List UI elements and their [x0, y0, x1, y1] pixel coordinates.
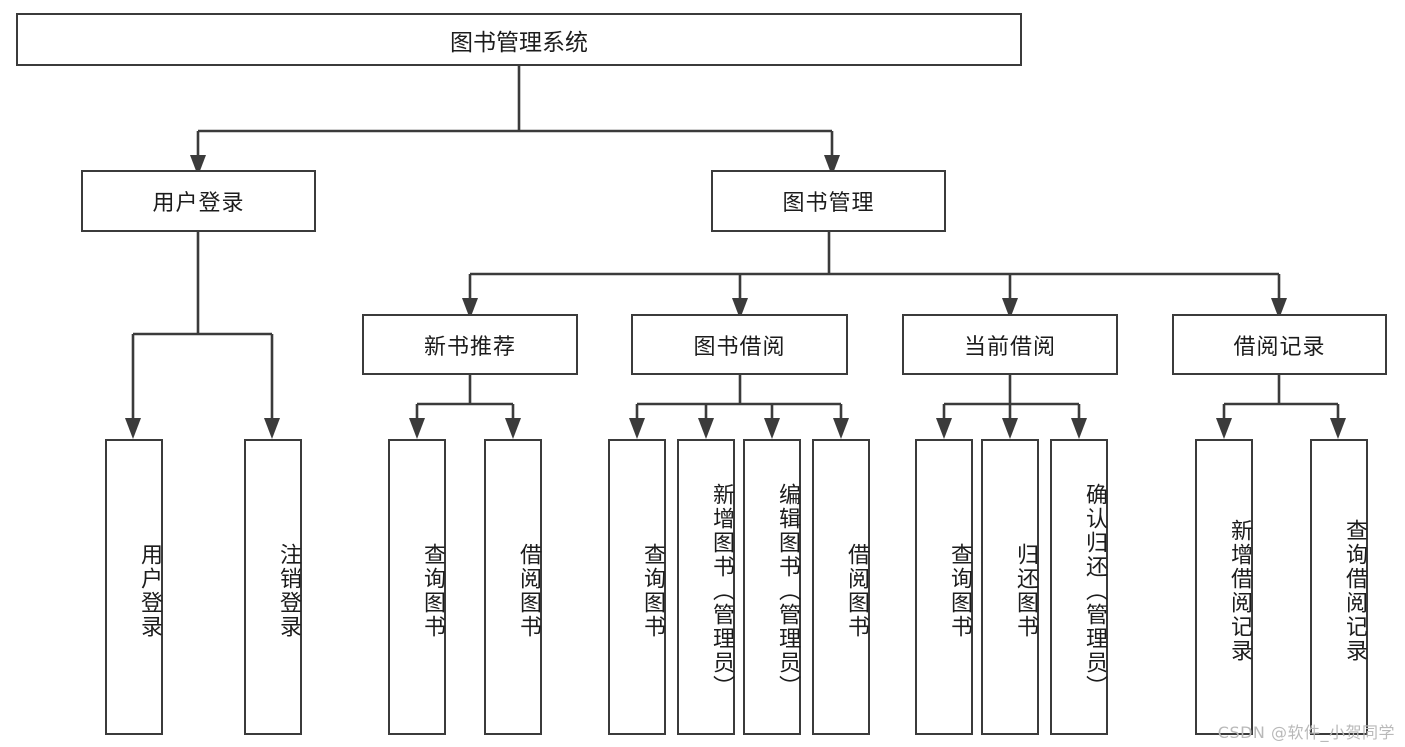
- node-borrow-record[interactable]: 借阅记录: [1172, 314, 1387, 375]
- node-label: 确认归还（管理员）: [1082, 483, 1107, 699]
- leaf-user-logout[interactable]: 注销登录: [244, 439, 302, 735]
- node-label: 注销登录: [276, 543, 301, 639]
- leaf-record-search-borrow-record[interactable]: 查询借阅记录: [1310, 439, 1368, 735]
- node-label: 借阅图书: [844, 543, 869, 639]
- leaf-recommend-search-book[interactable]: 查询图书: [388, 439, 446, 735]
- leaf-current-return-book[interactable]: 归还图书: [981, 439, 1039, 735]
- node-label: 查询图书: [947, 543, 972, 639]
- node-label: 查询借阅记录: [1342, 519, 1367, 663]
- leaf-borrow-add-book-admin[interactable]: 新增图书（管理员）: [677, 439, 735, 735]
- leaf-recommend-borrow-book[interactable]: 借阅图书: [484, 439, 542, 735]
- node-label: 查询图书: [640, 543, 665, 639]
- node-label: 图书借阅: [693, 334, 786, 360]
- node-book-management[interactable]: 图书管理: [711, 170, 946, 232]
- node-label: 归还图书: [1013, 543, 1038, 639]
- leaf-borrow-borrow-book[interactable]: 借阅图书: [812, 439, 870, 735]
- node-label: 借阅图书: [516, 543, 541, 639]
- leaf-current-search-book[interactable]: 查询图书: [915, 439, 973, 735]
- node-root-system[interactable]: 图书管理系统: [16, 13, 1022, 66]
- node-label: 新增图书（管理员）: [709, 483, 734, 699]
- node-label: 新增借阅记录: [1227, 519, 1252, 663]
- node-label: 当前借阅: [963, 334, 1056, 360]
- leaf-user-login[interactable]: 用户登录: [105, 439, 163, 735]
- leaf-borrow-edit-book-admin[interactable]: 编辑图书（管理员）: [743, 439, 801, 735]
- node-label: 新书推荐: [423, 334, 516, 360]
- node-label: 用户登录: [152, 191, 245, 216]
- node-book-borrow[interactable]: 图书借阅: [631, 314, 848, 375]
- leaf-current-confirm-return-admin[interactable]: 确认归还（管理员）: [1050, 439, 1108, 735]
- node-label: 用户登录: [137, 543, 162, 639]
- node-label: 图书管理系统: [450, 29, 588, 56]
- node-label: 编辑图书（管理员）: [775, 483, 800, 699]
- node-label: 借阅记录: [1233, 334, 1326, 360]
- node-current-borrow[interactable]: 当前借阅: [902, 314, 1118, 375]
- node-new-book-recommend[interactable]: 新书推荐: [362, 314, 578, 375]
- node-label: 查询图书: [420, 543, 445, 639]
- watermark: CSDN @软件_小贺同学: [1217, 723, 1395, 742]
- leaf-borrow-search-book[interactable]: 查询图书: [608, 439, 666, 735]
- node-user-login[interactable]: 用户登录: [81, 170, 316, 232]
- node-label: 图书管理: [782, 191, 875, 216]
- leaf-record-add-borrow-record[interactable]: 新增借阅记录: [1195, 439, 1253, 735]
